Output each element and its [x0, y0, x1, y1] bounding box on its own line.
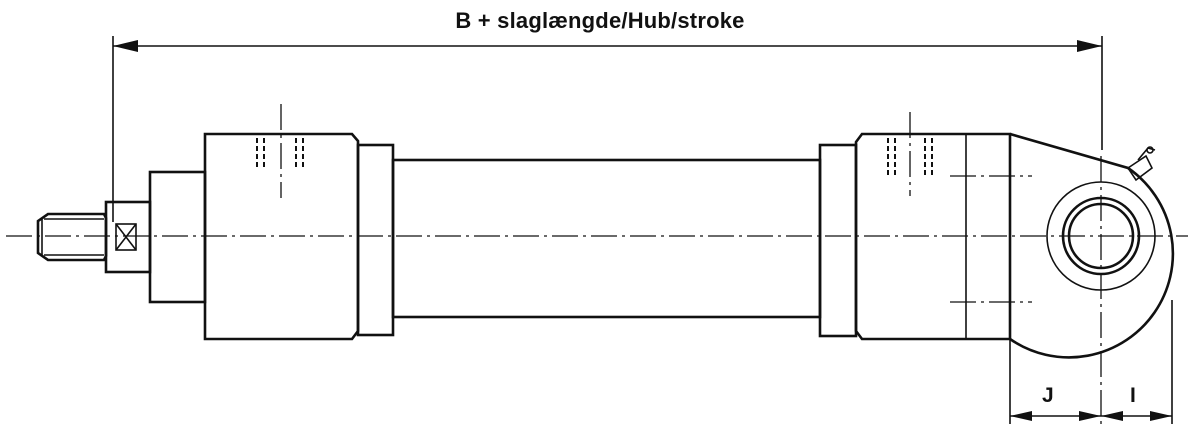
rear-collar: [818, 143, 858, 338]
arrow-right: [1077, 40, 1102, 52]
cylinder-tube: [391, 158, 822, 319]
overall-length-label: B + slaglængde/Hub/stroke: [455, 8, 745, 33]
threaded-rod-end: [36, 212, 108, 262]
grease-nipple: [1126, 146, 1156, 182]
rod-eye: [1009, 132, 1175, 424]
dimension-j-label: J: [1042, 384, 1054, 407]
rear-head: [854, 112, 1032, 341]
overall-dimension: [112, 36, 1103, 222]
front-head: [203, 104, 360, 341]
front-collar: [356, 143, 395, 337]
dimension-i-label: I: [1130, 384, 1136, 407]
head-gland: [148, 170, 207, 304]
arrow-left: [113, 40, 138, 52]
bottom-dimensions: [1009, 300, 1173, 424]
